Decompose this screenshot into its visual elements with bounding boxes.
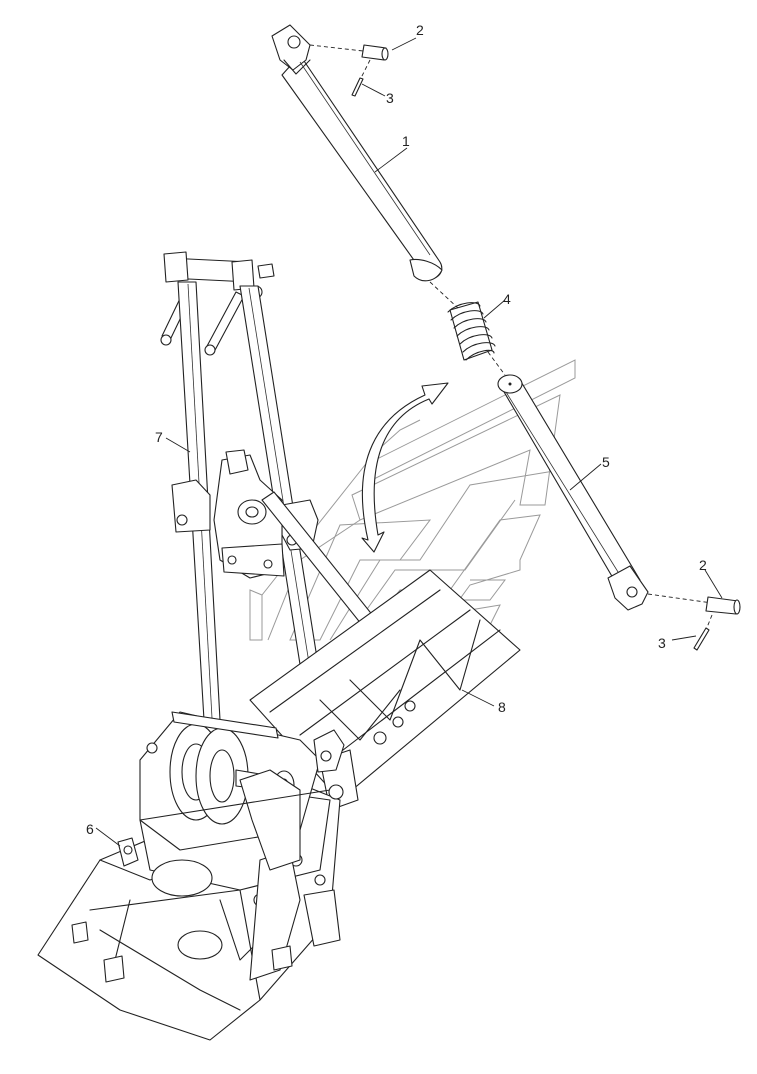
part-2-pin-bottom — [647, 593, 741, 615]
rotation-arrow — [361, 382, 449, 553]
callout-6: 6 — [86, 821, 94, 837]
part-3-cotter-top — [351, 59, 371, 97]
axis-line-lower — [487, 351, 506, 376]
axis-line-upper — [429, 281, 459, 309]
part-3-cotter-bottom — [693, 614, 713, 651]
callout-3-top: 3 — [386, 90, 394, 106]
part-2-pin-top — [309, 44, 389, 61]
part-1-upper-tube — [271, 24, 443, 282]
leader-lines — [95, 37, 723, 847]
part-5-lower-tube — [497, 374, 649, 611]
callout-8: 8 — [498, 699, 506, 715]
callout-1: 1 — [402, 133, 410, 149]
callout-4: 4 — [503, 291, 511, 307]
wheel-assembly — [139, 711, 345, 871]
callout-2-top: 2 — [416, 22, 424, 38]
part-4-spring — [447, 301, 496, 361]
callout-labels: 1 2 3 4 5 2 3 6 7 8 — [86, 22, 707, 837]
callout-3-bottom: 3 — [658, 635, 666, 651]
callout-5: 5 — [602, 454, 610, 470]
callout-7: 7 — [155, 429, 163, 445]
part-6-bracket — [117, 837, 139, 867]
callout-2-bottom: 2 — [699, 557, 707, 573]
